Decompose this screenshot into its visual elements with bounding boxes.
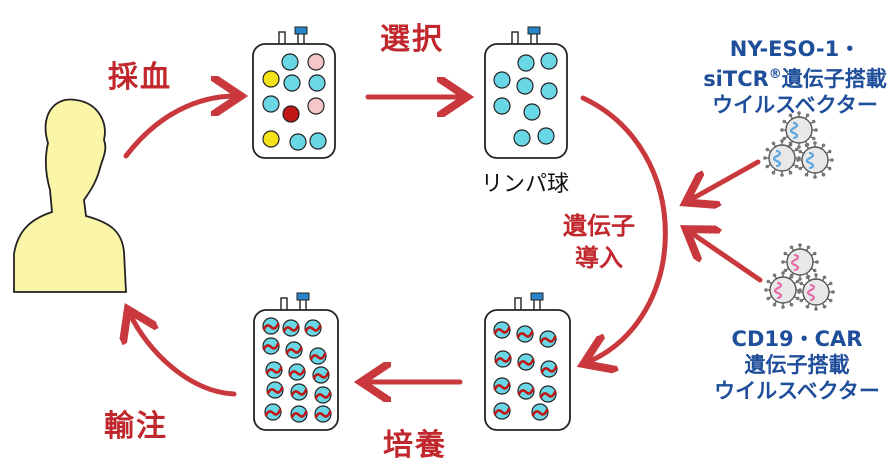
virus-particle	[781, 243, 819, 281]
car-vector-line3: ウイルスベクター	[714, 379, 880, 403]
modified-cell	[493, 402, 511, 420]
lymphocyte-label: リンパ球	[481, 172, 570, 197]
modified-cell	[531, 403, 549, 421]
modified-cell	[290, 383, 308, 401]
modified-cell	[288, 363, 306, 381]
tcr-vector-line2-suffix: 遺伝子搭載	[781, 67, 887, 91]
modified-cell	[290, 405, 308, 423]
modified-cell	[493, 321, 511, 339]
step-culture-label: 培養	[383, 428, 447, 463]
modified-cell	[539, 330, 557, 348]
modified-cell	[314, 386, 332, 404]
expanded-cell-bag	[253, 292, 339, 431]
virus-particle	[764, 271, 802, 309]
modified-cell	[314, 405, 332, 423]
modified-cell	[540, 360, 558, 378]
car-vector-line1: CD19・CAR	[731, 327, 863, 351]
virus-particle	[780, 111, 818, 149]
blood-bag	[252, 26, 336, 159]
gene-transfer-line2: 導入	[575, 244, 623, 272]
modified-cell	[262, 317, 280, 335]
car-virus-vectors	[764, 243, 835, 311]
arrow-gene-transfer	[583, 95, 668, 362]
step-blood-collection-label: 採血	[108, 60, 172, 95]
step-infusion-label: 輸注	[104, 409, 168, 444]
tcr-vector-line2-prefix: siTCR	[703, 67, 769, 91]
arrow-car-vector	[690, 232, 763, 283]
modified-cell	[539, 385, 557, 403]
process-arrows	[123, 95, 763, 397]
tcr-vector-line3: ウイルスベクター	[712, 93, 878, 117]
modified-cell	[517, 382, 535, 400]
modified-cell	[516, 325, 534, 343]
arrow-collect-blood	[123, 96, 236, 159]
modified-cell	[264, 403, 282, 421]
modified-cell	[285, 341, 303, 359]
lymphocyte-bag	[484, 26, 568, 159]
tcr-vector-line1: NY-ESO-1・	[729, 37, 861, 61]
modified-cell	[517, 353, 535, 371]
step-gene-transfer-label: 遺伝子 導入	[563, 210, 635, 274]
modified-cell	[493, 377, 511, 395]
modified-cell	[262, 337, 280, 355]
modified-cell	[309, 347, 327, 365]
car-vector-label: CD19・CAR 遺伝子搭載 ウイルスベクター	[702, 326, 892, 404]
tcr-vector-line2: siTCR®遺伝子搭載	[700, 62, 890, 92]
transduced-cell-bag	[484, 292, 571, 431]
car-vector-line2: 遺伝子搭載	[744, 353, 850, 377]
virus-particle	[797, 273, 835, 311]
registered-mark: ®	[768, 67, 782, 82]
arrow-infusion	[130, 314, 237, 397]
virus-particle	[796, 141, 834, 179]
modified-cell	[304, 319, 322, 337]
patient-silhouette	[13, 98, 127, 293]
virus-particle	[763, 139, 801, 177]
arrow-tcr-vector	[690, 159, 761, 200]
modified-cell	[312, 366, 330, 384]
modified-cell	[266, 381, 284, 399]
tcr-virus-vectors	[763, 111, 834, 179]
step-selection-label: 選択	[380, 22, 444, 57]
modified-cell	[282, 319, 300, 337]
modified-cell	[494, 350, 512, 368]
modified-cell	[265, 361, 283, 379]
tcr-vector-label: NY-ESO-1・ siTCR®遺伝子搭載 ウイルスベクター	[700, 36, 890, 118]
gene-transfer-line1: 遺伝子	[563, 212, 635, 240]
